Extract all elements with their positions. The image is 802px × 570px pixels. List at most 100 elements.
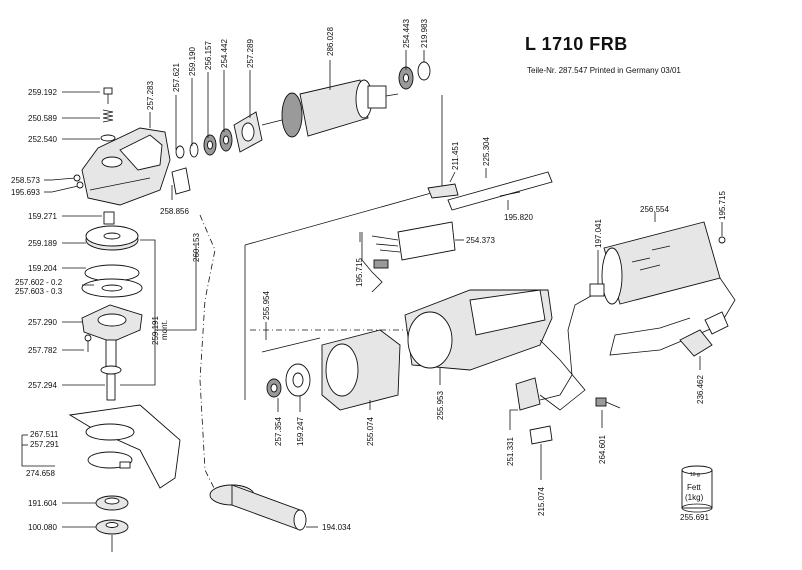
label-254442: 254.442 xyxy=(220,39,229,68)
part-screw-195715 xyxy=(718,236,726,244)
part-bevel-gear-259189 xyxy=(85,225,139,251)
label-254373: 254.373 xyxy=(466,236,495,245)
part-screw-195693 xyxy=(51,181,84,193)
label-259190: 259.190 xyxy=(188,47,197,76)
label-257621: 257.621 xyxy=(172,63,181,92)
label-255074: 255.074 xyxy=(366,417,375,446)
label-257283: 257.283 xyxy=(146,81,155,110)
part-screw-255954 xyxy=(261,337,321,353)
part-spring-250589 xyxy=(102,109,114,123)
part-support-flange-191604 xyxy=(95,495,129,511)
label-211451: 211.451 xyxy=(451,141,460,170)
label-255691: 255.691 xyxy=(680,513,709,522)
tin-weight-label: 10 g xyxy=(690,472,700,478)
label-251331: 251.331 xyxy=(506,437,515,466)
label-255954: 255.954 xyxy=(262,291,271,320)
part-cable-plug-236462 xyxy=(609,277,736,357)
label-195693: 195.693 xyxy=(11,188,40,197)
label-257290: 257.290 xyxy=(28,318,57,327)
part-bearing-256157 xyxy=(203,134,217,156)
part-washer-259190 xyxy=(189,142,199,158)
label-100080: 100.080 xyxy=(28,523,57,532)
part-shims-257602 xyxy=(81,278,143,298)
label-250589: 250.589 xyxy=(28,114,57,123)
label-260153: 260.153 xyxy=(192,233,201,262)
part-field-coil-255074 xyxy=(321,329,401,411)
label-258856: 258.856 xyxy=(160,207,189,216)
part-spring-195820 xyxy=(499,191,521,197)
label-257289: 257.289 xyxy=(246,39,255,68)
part-brush-holder-251331 xyxy=(515,339,586,411)
label-191604: 191.604 xyxy=(28,499,57,508)
label-215074: 215.074 xyxy=(537,487,546,516)
label-267511: 267.511 xyxy=(30,430,59,439)
label-256157: 256.157 xyxy=(204,41,213,70)
part-switch-slider-211451 xyxy=(427,183,459,199)
part-bearing-flange-257290 xyxy=(81,304,143,343)
part-screw-259192 xyxy=(103,87,113,104)
part-lock-button-258856 xyxy=(171,167,191,195)
label-219983: 219.983 xyxy=(420,19,429,48)
part-bearing-254443 xyxy=(398,66,414,90)
part-carbon-brush-264601 xyxy=(595,397,621,409)
label-264601: 264.601 xyxy=(598,435,607,464)
label-255953: 255.953 xyxy=(436,391,445,420)
label-258573: 258.573 xyxy=(11,176,40,185)
drawing-title: L 1710 FRB xyxy=(525,34,628,54)
part-screw-258573 xyxy=(51,174,81,182)
part-gear-housing-257283 xyxy=(81,127,171,206)
label-194034: 194.034 xyxy=(322,523,351,532)
label-259192: 259.192 xyxy=(28,88,57,97)
label-286028: 286.028 xyxy=(326,27,335,56)
label-257354: 257.354 xyxy=(274,417,283,446)
part-ring-257354 xyxy=(266,378,282,398)
label-259189: 259.189 xyxy=(28,239,57,248)
label-274658: 274.658 xyxy=(26,469,55,478)
label-197041: 197.041 xyxy=(594,219,603,248)
label-195715-left: 195.715 xyxy=(355,258,364,287)
part-spindle-257294 xyxy=(100,339,122,401)
label-254443: 254.443 xyxy=(402,19,411,48)
part-switch-254373 xyxy=(371,221,456,261)
label-195820: 195.820 xyxy=(504,213,533,222)
part-switch-rod-225304 xyxy=(447,171,553,211)
label-257291: 257.291 xyxy=(30,440,59,449)
part-armature-286028 xyxy=(261,79,399,138)
label-236462: 236.462 xyxy=(696,375,705,404)
part-ring-252540 xyxy=(100,134,116,142)
label-252540: 252.540 xyxy=(28,135,57,144)
label-257294: 257.294 xyxy=(28,381,57,390)
part-screw-257782 xyxy=(84,334,92,352)
label-257782: 257.782 xyxy=(28,346,57,355)
part-wheel-guard-267511 xyxy=(68,404,181,489)
label-225304: 225.304 xyxy=(482,137,491,166)
part-bearing-254442 xyxy=(219,128,233,152)
tin-fett-label: Fett xyxy=(687,483,702,492)
label-159247: 159.247 xyxy=(296,417,305,446)
leader-lines xyxy=(22,50,723,528)
label-257602: 257.602 - 0.2 xyxy=(15,278,63,287)
part-rear-cover-256554 xyxy=(601,221,721,305)
part-bushing-159271 xyxy=(103,211,115,225)
part-suppressor-195715 xyxy=(361,232,389,293)
part-baffle-159247 xyxy=(285,363,311,397)
tin-kg-label: (1kg) xyxy=(685,493,704,502)
label-259191-mont: mont. xyxy=(160,320,169,340)
part-motor-housing-255953 xyxy=(404,289,553,371)
label-159271: 159.271 xyxy=(28,212,57,221)
part-cable-protector-197041 xyxy=(539,283,605,401)
drawing-subtitle: Teile-Nr. 287.547 Printed in Germany 03/… xyxy=(527,66,681,75)
part-cable-clamp-215074 xyxy=(529,425,553,460)
part-grease-tin-255691 xyxy=(681,465,713,513)
part-cap-219983 xyxy=(417,61,431,81)
label-259191: 259.191 xyxy=(151,316,160,345)
part-bearing-257621 xyxy=(175,145,185,159)
part-bearing-plate-257289 xyxy=(233,111,263,153)
label-256554: 256.554 xyxy=(640,205,669,214)
label-195715-right: 195.715 xyxy=(718,191,727,220)
label-159204: 159.204 xyxy=(28,264,57,273)
part-clamping-nut-100080 xyxy=(95,519,129,552)
label-257603: 257.603 - 0.3 xyxy=(15,287,63,296)
part-side-handle-194034 xyxy=(209,484,307,531)
